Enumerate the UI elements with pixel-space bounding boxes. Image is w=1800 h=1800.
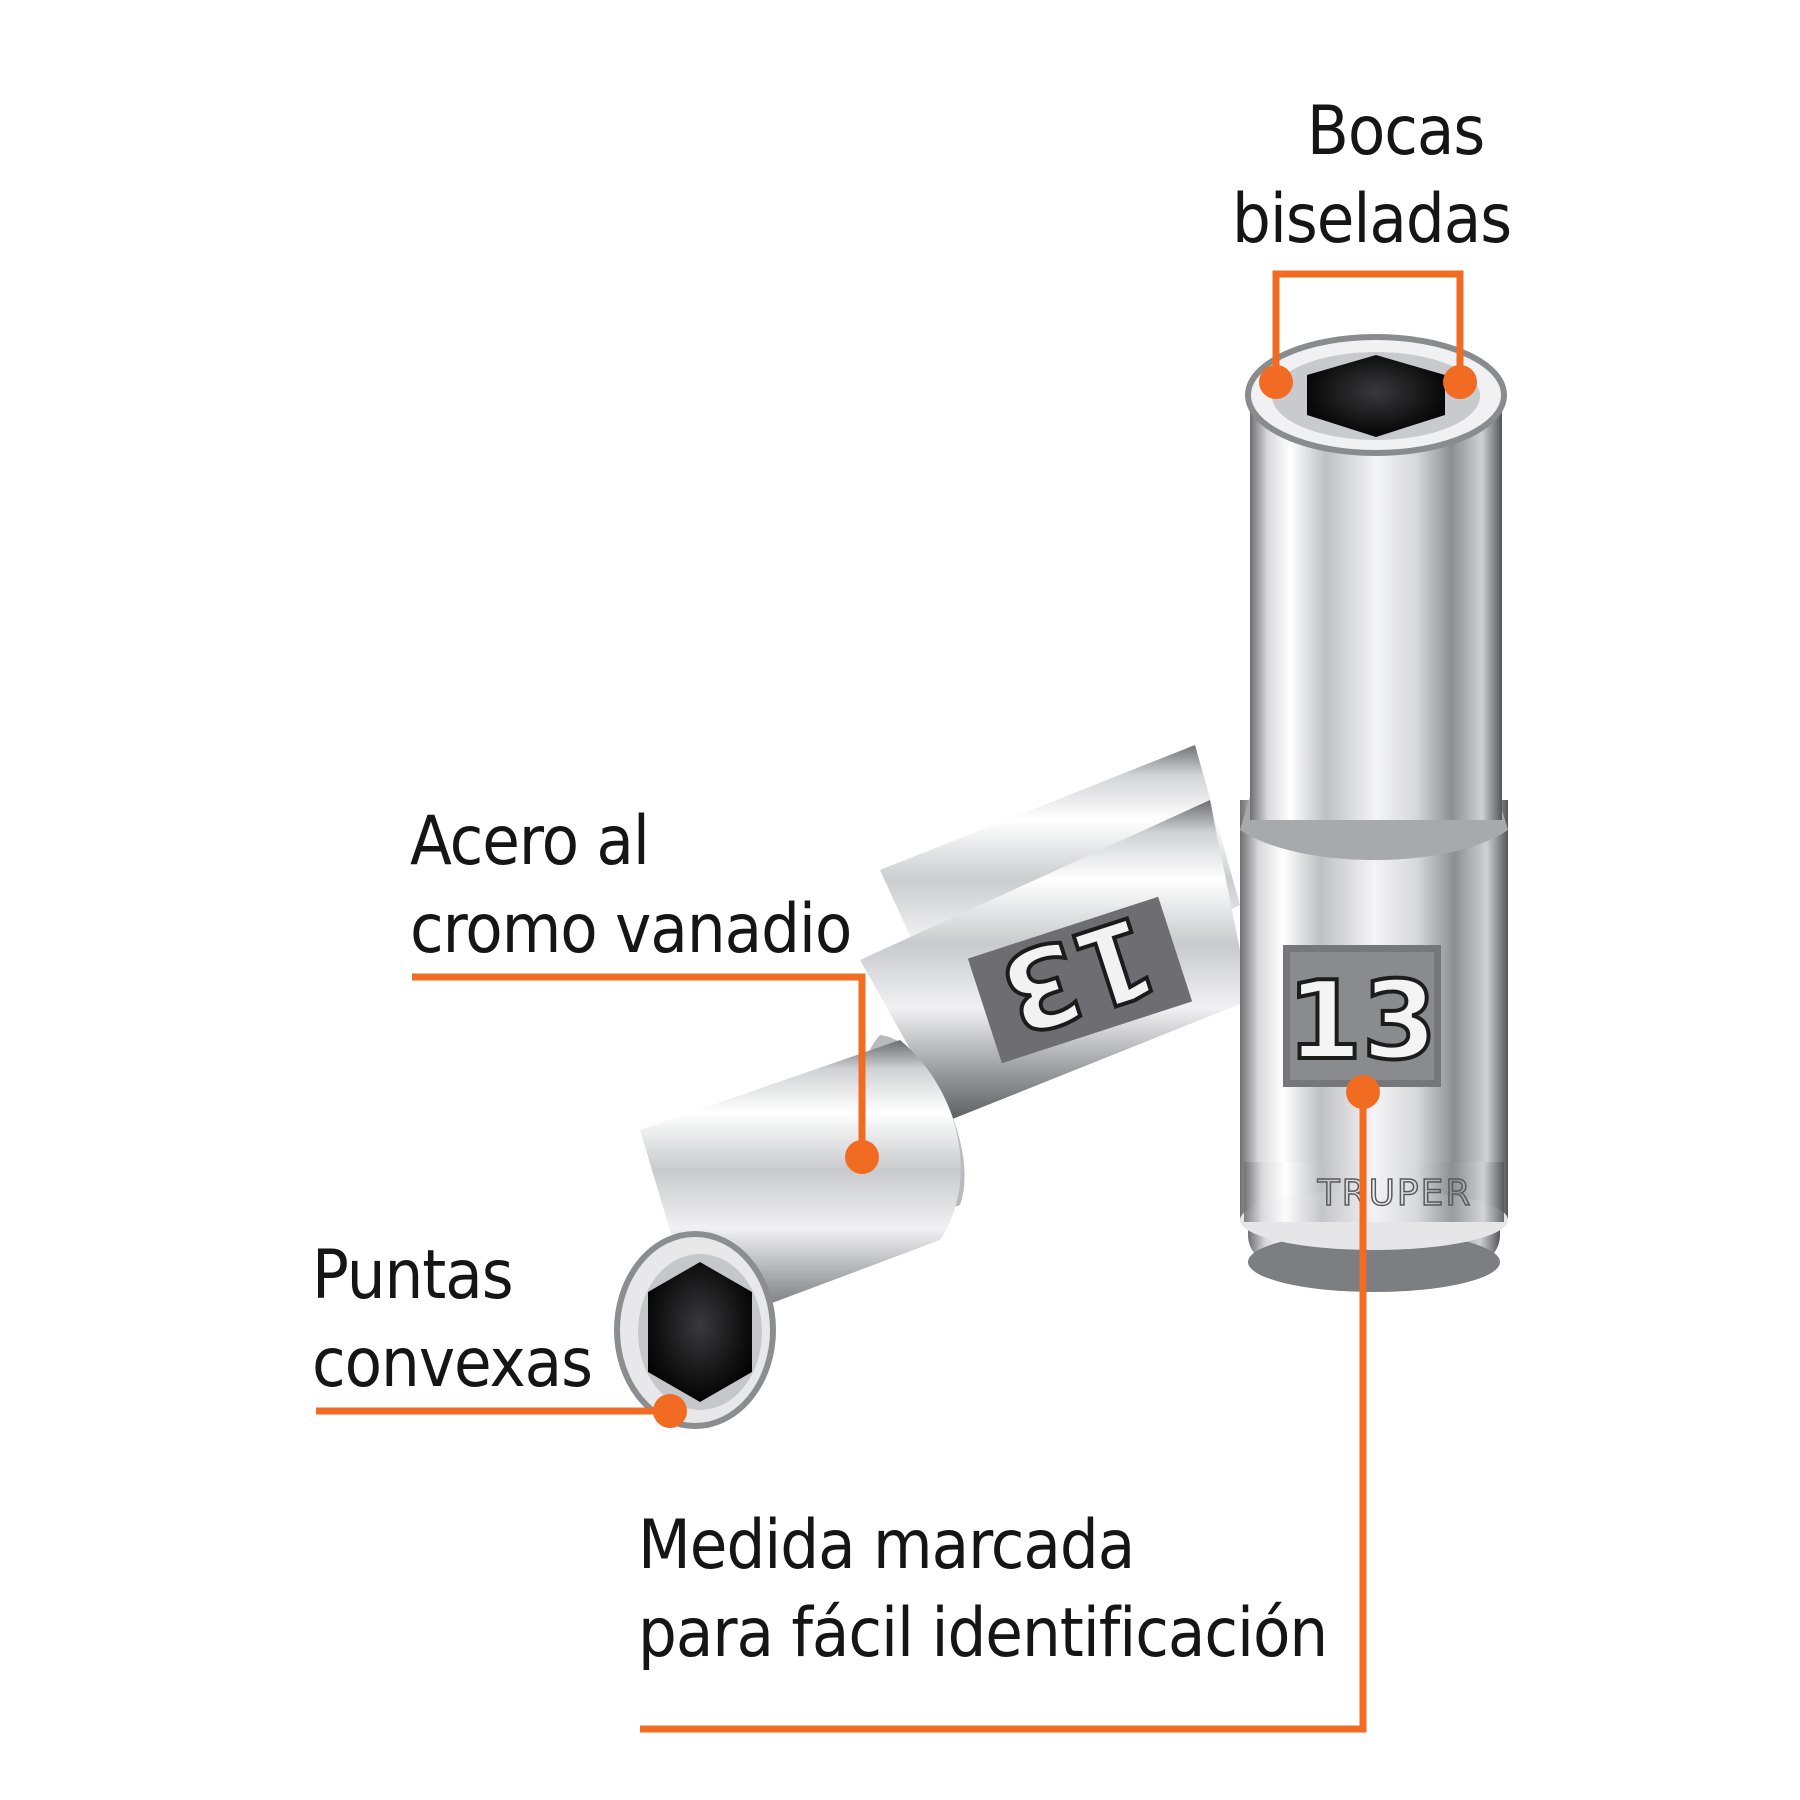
callout-dots: [653, 365, 1477, 1428]
label-acero-cromo-vanadio: Acero al cromo vanadio: [410, 802, 852, 969]
lying-socket-hex-bore: [648, 1262, 752, 1402]
callout-line-medida: [640, 1090, 1367, 1733]
callout-dot-medida: [1346, 1075, 1380, 1109]
callout-dot-puntas: [653, 1394, 687, 1428]
callouts: [316, 270, 1464, 1733]
upright-socket-size-marking: 13: [1287, 959, 1437, 1084]
callout-dot-bocas-right: [1443, 365, 1477, 399]
callout-line-acero: [412, 973, 866, 1155]
upright-socket-hex-bore: [1307, 355, 1445, 437]
upright-socket-brand-marking: TRUPER: [1317, 1173, 1473, 1214]
label-puntas-convexas: Puntas convexas: [312, 1236, 593, 1403]
callout-line-bocas: [1272, 270, 1464, 380]
callout-dot-bocas-left: [1259, 365, 1293, 399]
upright-socket: TRUPER 13: [1240, 334, 1508, 1292]
callout-dot-acero: [845, 1140, 879, 1174]
label-bocas-biseladas: Bocas biseladas: [1232, 92, 1512, 259]
label-medida-marcada: Medida marcada para fácil identificación: [638, 1506, 1328, 1673]
lying-socket: 13: [614, 745, 1250, 1429]
